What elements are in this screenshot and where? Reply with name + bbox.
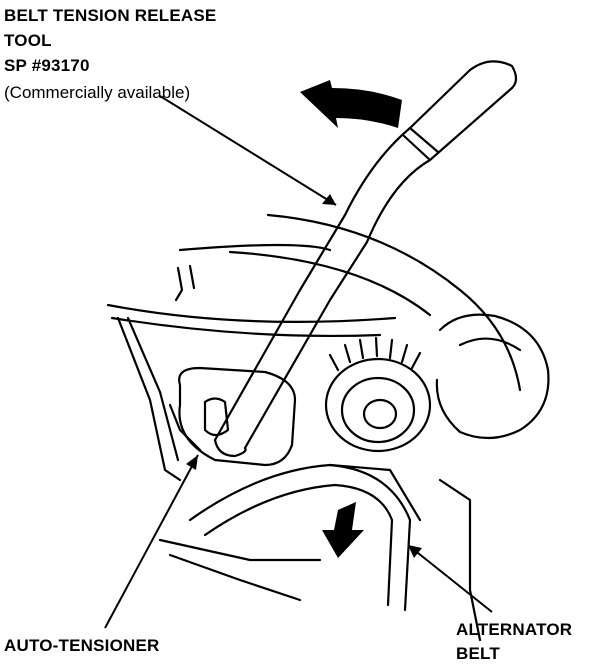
engine-outline-left-2 <box>126 316 180 462</box>
engine-outline-bottom <box>158 538 322 562</box>
auto-tensioner-label: AUTO-TENSIONER <box>4 636 160 655</box>
belt-return <box>328 463 422 522</box>
belt-lower-left <box>106 303 397 323</box>
alternator-label-line2: BELT <box>456 644 500 663</box>
leader-auto-tensioner-arrowhead <box>186 455 198 470</box>
tool-grip-end <box>468 60 518 90</box>
belt-lower-loop-inner <box>203 483 394 607</box>
leader-alternator-arrowhead <box>408 545 422 558</box>
belt-upper-inner <box>228 250 432 317</box>
auto-tensioner-base <box>168 403 202 452</box>
tool-label-line1: BELT TENSION RELEASE <box>4 6 217 25</box>
tool-handle-left <box>343 68 472 217</box>
tool-label-line3: SP #93170 <box>4 56 90 75</box>
alternator-label-line1: ALTERNATOR <box>456 620 573 639</box>
engine-bracket <box>174 264 196 302</box>
tool-handle-right <box>365 86 514 244</box>
tool-shaft-lower-right <box>243 240 369 450</box>
leader-auto-tensioner <box>104 454 199 629</box>
tool-label-line4: (Commercially available) <box>4 83 191 102</box>
engine-outline-right <box>438 478 482 642</box>
engine-outline-top <box>178 243 332 252</box>
tool-grip-band <box>402 126 440 162</box>
engine-outline-left <box>116 316 182 482</box>
leader-alternator-belt <box>407 544 493 613</box>
idler-pulley-mid <box>340 376 416 444</box>
auto-tensioner-body <box>178 366 297 467</box>
large-pulley <box>435 313 550 440</box>
idler-pulley-outer <box>324 357 432 453</box>
large-pulley-inner <box>458 337 522 352</box>
idler-pulley-hub <box>362 398 398 430</box>
rotation-arrow <box>300 80 402 128</box>
tool-label-line2: TOOL <box>4 31 52 50</box>
leader-tool <box>159 95 337 206</box>
belt-lower-left-2 <box>110 316 382 338</box>
engine-outline-bottom-2 <box>168 553 302 602</box>
auto-tensioner-bolt <box>203 397 230 437</box>
tool-socket-end <box>213 438 247 458</box>
leader-tool-arrowhead <box>322 194 336 205</box>
idler-pulley-ribs <box>328 336 422 372</box>
tool-shaft-lower-left <box>213 213 347 442</box>
belt-lower-loop-outer <box>188 463 412 612</box>
belt-upper-outer <box>266 213 522 392</box>
release-direction-arrow <box>322 502 364 558</box>
